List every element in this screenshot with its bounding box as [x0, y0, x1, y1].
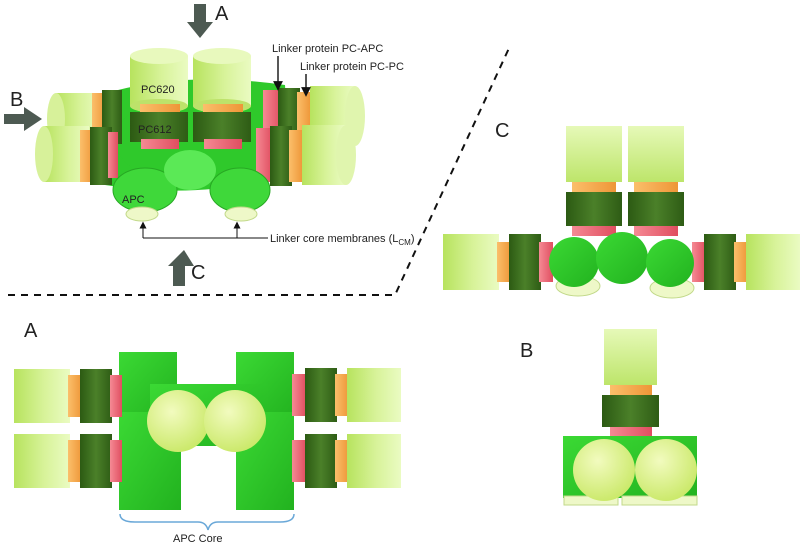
linker-core-label: Linker core membranes (LCM): [270, 233, 415, 247]
panel-b: B: [520, 329, 698, 506]
linker-pc-apc-block: [572, 226, 616, 236]
linker-pc-apc-block: [292, 440, 306, 482]
panel-a: A APC Core: [14, 320, 401, 545]
apc-core-ball: [573, 439, 635, 501]
linker-pc-pc-block: [335, 374, 349, 416]
pc620-label: PC620: [141, 84, 175, 96]
view-b-arrow-icon: [4, 107, 42, 131]
pc612-block: [80, 369, 112, 423]
linker-pc-pc-block: [497, 242, 511, 282]
pc612-block: [566, 192, 622, 226]
apc-core-label: APC Core: [173, 533, 223, 545]
apc-label: APC: [122, 194, 145, 206]
pc620-block: [443, 234, 499, 290]
linker-pc-apc-block: [692, 242, 706, 282]
pc620-block: [347, 368, 401, 422]
pc612-label: PC612: [138, 124, 172, 136]
view-c-arrow-icon: [168, 250, 194, 286]
pc612-block: [509, 234, 541, 290]
pc612-block: [80, 434, 112, 488]
linker-pc-pc-block: [634, 182, 678, 192]
right-rods-3d: [256, 86, 365, 186]
pc620-block: [14, 434, 70, 488]
apc-core-ball: [204, 390, 266, 452]
view-a-arrow-icon: [187, 4, 213, 38]
pc612-block: [305, 368, 337, 422]
apc-disc: [596, 232, 648, 284]
panel-c: C: [443, 120, 800, 299]
panel-c-label: C: [495, 120, 509, 142]
linker-pc-pc-label: Linker protein PC-PC: [300, 61, 404, 73]
panel-a-label: A: [24, 320, 38, 342]
pc620-block: [746, 234, 800, 290]
linker-pc-pc-block: [68, 375, 82, 417]
three-d-view: A B: [4, 3, 415, 286]
apc-core-brace: [119, 513, 295, 531]
linker-pc-apc-block: [110, 375, 122, 417]
apc-discs-3d: [112, 150, 271, 222]
linker-pc-apc-label: Linker protein PC-APC: [272, 43, 383, 55]
linker-pc-apc-block: [634, 226, 678, 236]
apc-disc: [646, 239, 694, 287]
view-c-label: C: [191, 262, 205, 284]
pc620-block: [604, 329, 657, 385]
pc620-block: [628, 126, 684, 182]
linker-core-pointer: [139, 221, 268, 239]
linker-pc-apc-block: [110, 440, 122, 482]
pc612-block: [305, 434, 337, 488]
pc620-block: [566, 126, 622, 182]
panel-b-label: B: [520, 340, 533, 362]
pc612-block: [602, 395, 659, 427]
apc-core-ball: [635, 439, 697, 501]
pc620-block: [14, 369, 70, 423]
linker-pc-pc-block: [335, 440, 349, 482]
linker-pc-apc-block: [610, 427, 652, 437]
pc612-block: [704, 234, 736, 290]
view-a-label: A: [215, 3, 229, 25]
apc-disc: [549, 237, 599, 287]
linker-pc-pc-block: [734, 242, 748, 282]
linker-pc-apc-block: [292, 374, 306, 416]
linker-pc-pc-block: [68, 440, 82, 482]
pc620-block: [347, 434, 401, 488]
pc612-block: [628, 192, 684, 226]
view-b-label: B: [10, 89, 23, 111]
apc-core-ball: [147, 390, 209, 452]
linker-pc-apc-block: [539, 242, 553, 282]
linker-pc-pc-block: [572, 182, 616, 192]
linker-pc-pc-block: [610, 385, 652, 395]
top-rods-3d: [130, 48, 251, 149]
left-rods-3d: [35, 90, 122, 185]
